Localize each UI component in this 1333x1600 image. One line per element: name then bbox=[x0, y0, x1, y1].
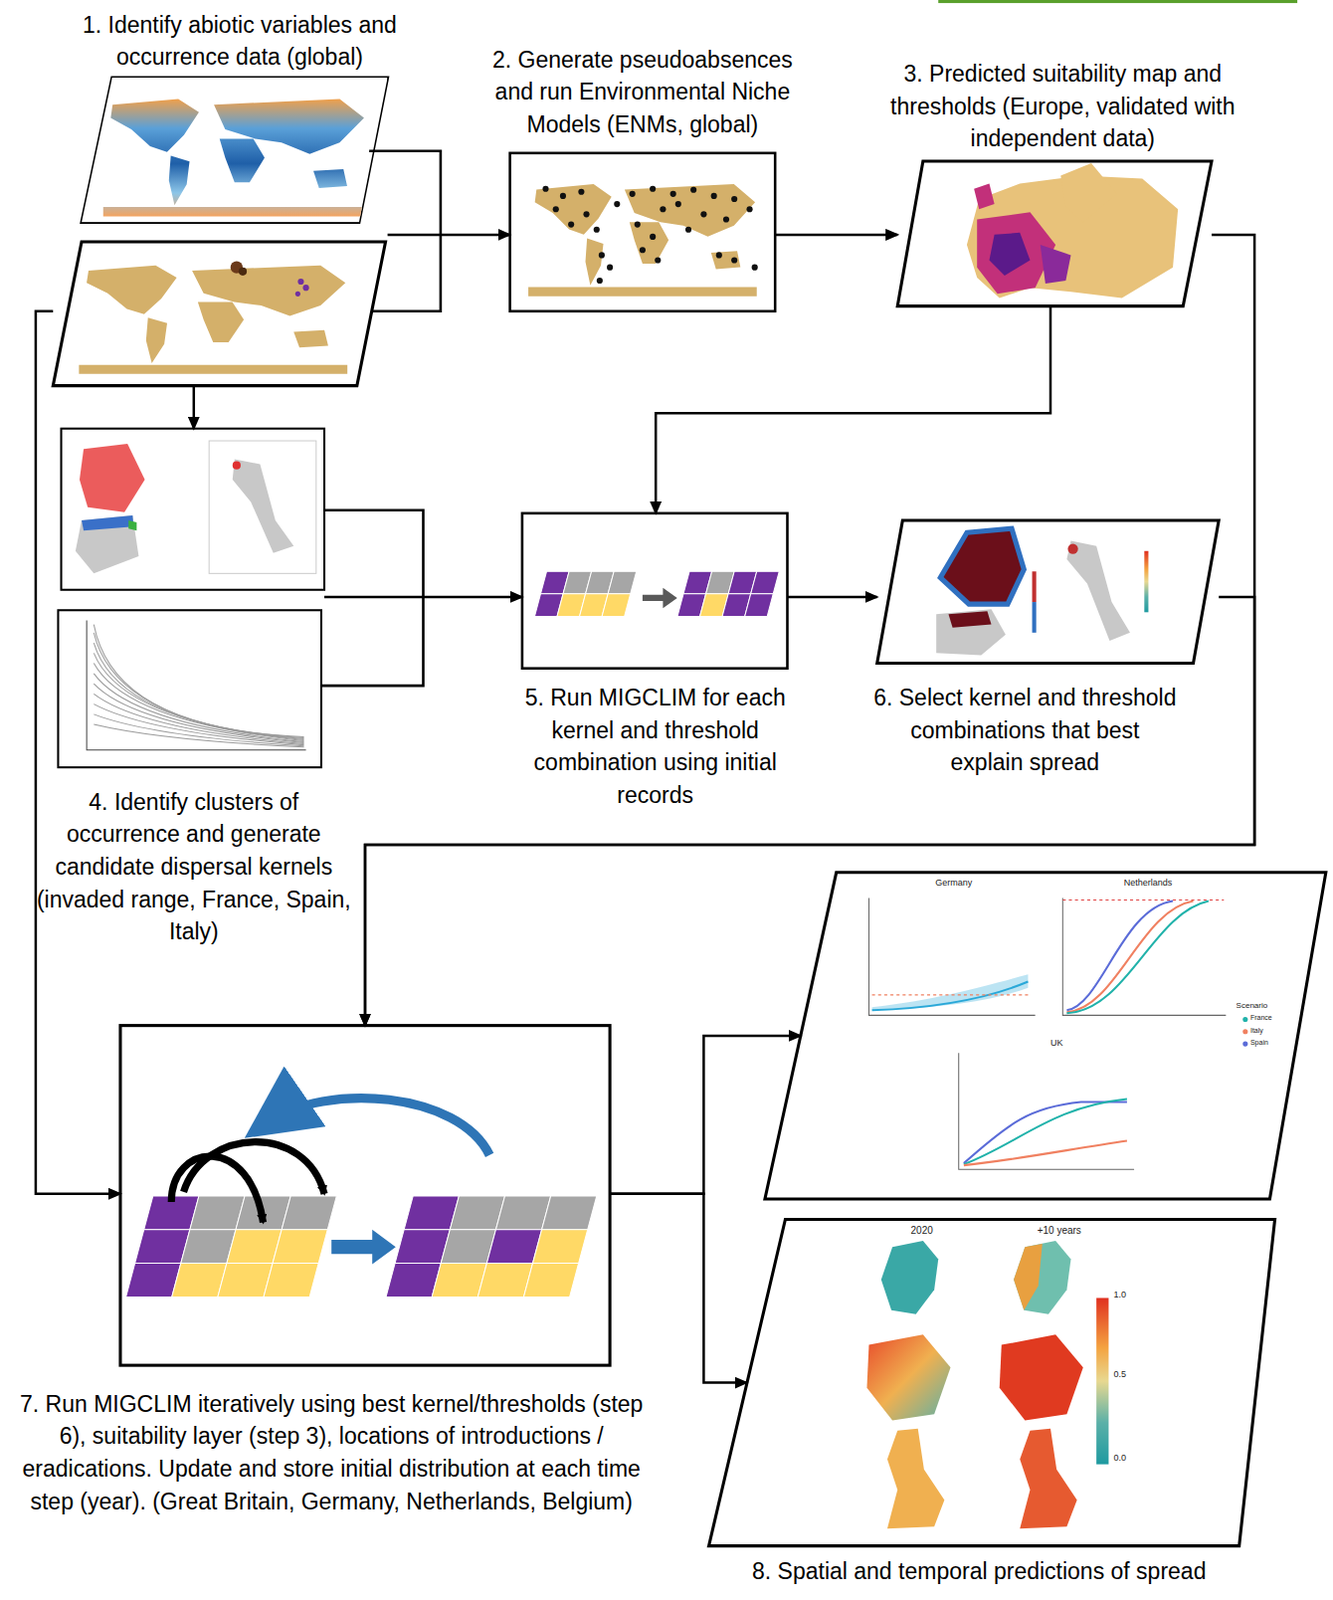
step-caption: 6. Select kernel and threshold combinati… bbox=[872, 681, 1179, 779]
connector-line bbox=[387, 233, 511, 237]
step-panel: 5. Run MIGCLIM for each kernel and thres… bbox=[522, 513, 788, 669]
connector-line bbox=[774, 233, 898, 237]
connector bbox=[365, 596, 1255, 1026]
chart-label: UK bbox=[1050, 1038, 1064, 1049]
chart-label: Germany bbox=[935, 878, 972, 889]
connector-line bbox=[787, 595, 878, 599]
chart-label-text: 0.5 bbox=[1114, 1368, 1128, 1379]
chart-label: Italy bbox=[1250, 1026, 1264, 1035]
step-caption: 2. Generate pseudoabsences and run Envir… bbox=[475, 43, 810, 142]
chart-label: 0.0 bbox=[1114, 1453, 1128, 1464]
chart-label: 1.0 bbox=[1114, 1290, 1128, 1301]
step-panel: 3. Predicted suitability map and thresho… bbox=[897, 161, 1212, 307]
chart-label-text: Germany bbox=[935, 877, 972, 888]
chart-label: +10 years bbox=[1037, 1224, 1082, 1236]
chart-label-text: Scenario bbox=[1236, 1000, 1269, 1010]
step-caption: 8. Spatial and temporal predictions of s… bbox=[703, 1554, 1255, 1588]
step-panel: 7. Run MIGCLIM iteratively using best ke… bbox=[120, 1025, 610, 1365]
step-text: 1. Identify abiotic variables and occurr… bbox=[82, 11, 397, 71]
chart-label: Netherlands bbox=[1124, 878, 1173, 889]
connector-line bbox=[655, 306, 1051, 514]
connector bbox=[192, 385, 194, 429]
step-text: 6. Select kernel and threshold combinati… bbox=[873, 684, 1176, 775]
connector bbox=[609, 1035, 801, 1383]
connector-line bbox=[609, 1193, 747, 1383]
step-caption: 5. Run MIGCLIM for each kernel and thres… bbox=[499, 681, 811, 812]
chart-label: Spain bbox=[1250, 1038, 1269, 1047]
chart-label-text: 1.0 bbox=[1114, 1289, 1128, 1300]
step-text: 8. Spatial and temporal predictions of s… bbox=[752, 1557, 1206, 1584]
step-panel: 8. Spatial and temporal predictions of s… bbox=[709, 872, 1327, 1546]
connector bbox=[655, 306, 1051, 514]
step-panel: 6. Select kernel and threshold combinati… bbox=[877, 520, 1219, 664]
chart-label-text: +10 years bbox=[1037, 1224, 1082, 1236]
chart-label-text: Italy bbox=[1250, 1026, 1264, 1034]
step-caption: 1. Identify abiotic variables and occurr… bbox=[40, 8, 439, 74]
step-text: 5. Run MIGCLIM for each kernel and thres… bbox=[525, 684, 786, 808]
chart-label-text: Netherlands bbox=[1124, 877, 1173, 888]
step-caption: 4. Identify clusters of occurrence and g… bbox=[35, 785, 353, 949]
chart-label: 2020 bbox=[911, 1224, 934, 1236]
chart-label: France bbox=[1250, 1013, 1273, 1022]
chart-label: Scenario bbox=[1236, 1001, 1269, 1011]
step-caption: 3. Predicted suitability map and thresho… bbox=[869, 57, 1258, 156]
step-panel: 4. Identify clusters of occurrence and g… bbox=[57, 428, 325, 767]
connector bbox=[324, 595, 523, 597]
connector bbox=[787, 595, 878, 597]
step-caption: 7. Run MIGCLIM iteratively using best ke… bbox=[4, 1387, 658, 1519]
connector-line bbox=[365, 596, 1255, 1026]
chart-label-text: UK bbox=[1050, 1037, 1064, 1048]
chart-label-text: Spain bbox=[1250, 1038, 1269, 1046]
connector bbox=[387, 233, 511, 235]
chart-label-text: 2020 bbox=[911, 1224, 934, 1236]
connector-line bbox=[609, 1035, 801, 1194]
step-panel: 1. Identify abiotic variables and occurr… bbox=[52, 77, 387, 386]
chart-label-text: 0.0 bbox=[1114, 1452, 1128, 1463]
chart-label: 0.5 bbox=[1114, 1369, 1128, 1380]
connector-line bbox=[35, 311, 121, 1194]
step-text: 4. Identify clusters of occurrence and g… bbox=[36, 788, 352, 946]
step-text: 7. Run MIGCLIM iteratively using best ke… bbox=[19, 1390, 643, 1515]
connector-line bbox=[365, 234, 1255, 1026]
connector bbox=[365, 234, 1255, 1026]
step-text: 2. Generate pseudoabsences and run Envir… bbox=[492, 46, 793, 138]
connector bbox=[774, 233, 898, 235]
step-text: 3. Predicted suitability map and thresho… bbox=[890, 60, 1235, 152]
chart-label-text: France bbox=[1250, 1013, 1273, 1021]
connector bbox=[35, 311, 121, 1194]
connector-line bbox=[324, 595, 523, 599]
connector-line bbox=[192, 385, 196, 429]
step-panel: 2. Generate pseudoabsences and run Envir… bbox=[510, 153, 776, 312]
